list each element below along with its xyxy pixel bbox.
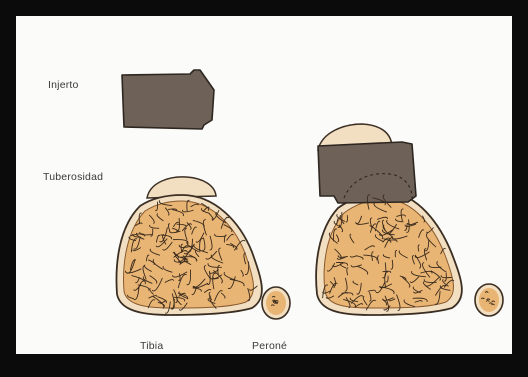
fibula-section-right — [475, 284, 503, 316]
label-perone: Peroné — [252, 340, 287, 352]
label-tibia: Tibia — [140, 340, 163, 352]
label-tuberosidad: Tuberosidad — [43, 171, 103, 183]
graft-inserted — [318, 142, 416, 203]
graft-block — [122, 70, 214, 129]
label-injerto: Injerto — [48, 79, 79, 91]
